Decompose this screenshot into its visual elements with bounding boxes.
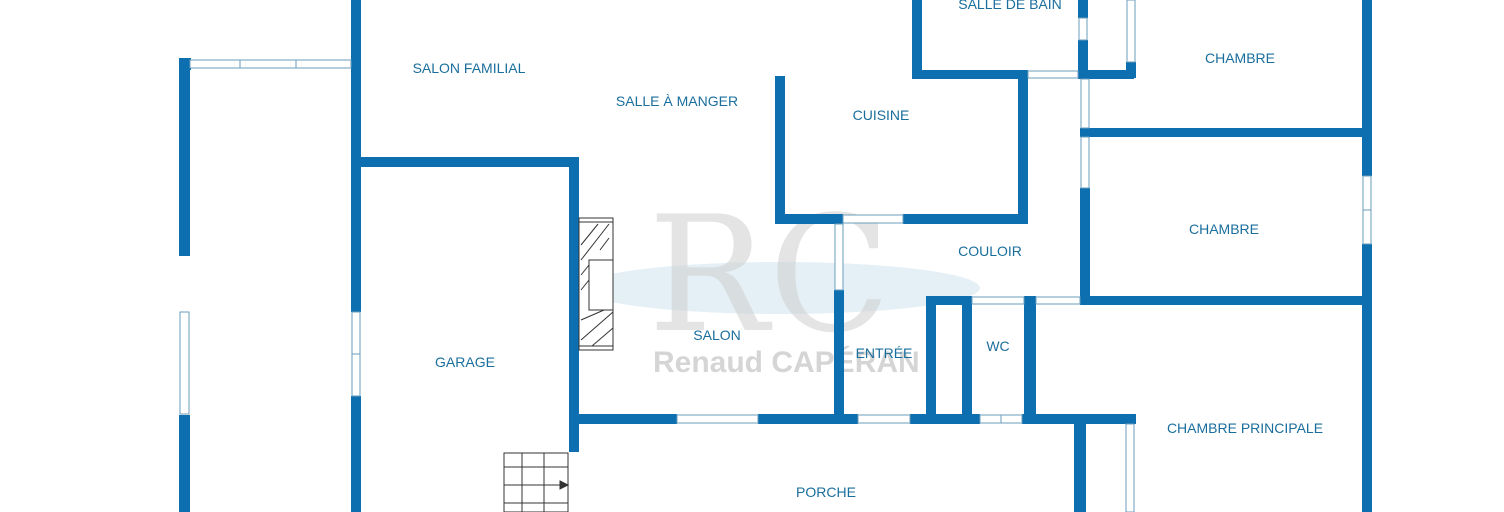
wall-veranda-top-corner [179, 58, 191, 70]
label-salle-de-bain: SALLE DE BAIN [958, 0, 1062, 12]
wall-chambre2-bottom [1080, 296, 1372, 305]
wall-entree-right [926, 296, 936, 416]
watermark-logo-letters: RC [648, 181, 891, 368]
opening-wc-door [971, 296, 1025, 305]
opening-chambre1-corridor [1080, 78, 1090, 129]
fireplace [578, 217, 614, 351]
label-wc: WC [986, 338, 1009, 354]
wall-wc-left [962, 296, 972, 416]
wall-bathroom-left [912, 0, 922, 78]
wall-garage-right [569, 157, 579, 452]
wall-chambre1-left-stub [1126, 62, 1136, 78]
windows [179, 0, 1372, 512]
wall-bathroom-bottom [912, 70, 1028, 79]
label-salon: SALON [693, 327, 740, 343]
wall-garage-left-lower [351, 396, 361, 512]
wall-kitchen-bottom-a [775, 214, 843, 224]
opening-chambre2-left [1080, 136, 1090, 189]
label-salon-familial: SALON FAMILIAL [413, 60, 526, 76]
wall-bathroom-bottom-right [1078, 70, 1134, 79]
wall-salon-familial-left [351, 0, 361, 312]
room-labels: SALON FAMILIAL SALLE À MANGER SALLE DE B… [413, 0, 1323, 500]
label-chambre-2: CHAMBRE [1189, 221, 1259, 237]
wall-veranda-left [179, 58, 190, 256]
opening-kitchen-corridor [842, 214, 904, 224]
label-chambre-principale: CHAMBRE PRINCIPALE [1167, 420, 1323, 436]
wall-entree-left [834, 290, 844, 418]
wall-kitchen-right [1018, 76, 1028, 224]
label-garage: GARAGE [435, 354, 495, 370]
wall-wc-right [1024, 296, 1036, 416]
opening-entree-corridor [834, 223, 844, 291]
opening-bath-right [1078, 17, 1088, 41]
watermark-logo: RC Renaud CAPÉRAN [580, 181, 980, 379]
window-veranda-left [179, 311, 190, 415]
label-couloir: COULOIR [958, 243, 1022, 259]
wall-bathroom-right-lower [1078, 40, 1088, 78]
walls [179, 0, 1372, 512]
opening-master-door [1125, 423, 1135, 512]
opening-entree-door [857, 414, 911, 424]
wall-corridor-bottom-a [928, 296, 972, 305]
wall-kitchen-left [775, 76, 785, 224]
opening-salon-porch [676, 414, 759, 424]
wall-right-outer-b [1362, 244, 1372, 512]
wall-chambre1-bottom [1080, 128, 1372, 137]
watermark-name: Renaud CAPÉRAN [653, 345, 920, 379]
wall-porch-top-a [569, 414, 677, 424]
opening-bath-corridor [1027, 70, 1079, 79]
wall-kitchen-bottom-b [903, 214, 1027, 224]
stairs [503, 452, 570, 512]
wall-master-left [1074, 414, 1086, 512]
wall-veranda-left-lower [179, 415, 190, 512]
label-entree: ENTRÉE [856, 345, 913, 361]
label-porche: PORCHE [796, 484, 856, 500]
label-salle-a-manger: SALLE À MANGER [616, 93, 738, 109]
opening-chambre2-corridor [1035, 296, 1081, 305]
wall-garage-top [351, 157, 579, 167]
label-chambre-1: CHAMBRE [1205, 50, 1275, 66]
opening-chambre1-left [1126, 0, 1136, 63]
wall-right-outer-a [1362, 0, 1372, 176]
window-veranda-top [189, 59, 352, 69]
wall-porch-top-b [758, 414, 858, 424]
wall-porch-top-c [910, 414, 980, 424]
wall-bathroom-right [1078, 0, 1088, 18]
wall-chambre2-left [1080, 188, 1090, 304]
label-cuisine: CUISINE [853, 107, 910, 123]
